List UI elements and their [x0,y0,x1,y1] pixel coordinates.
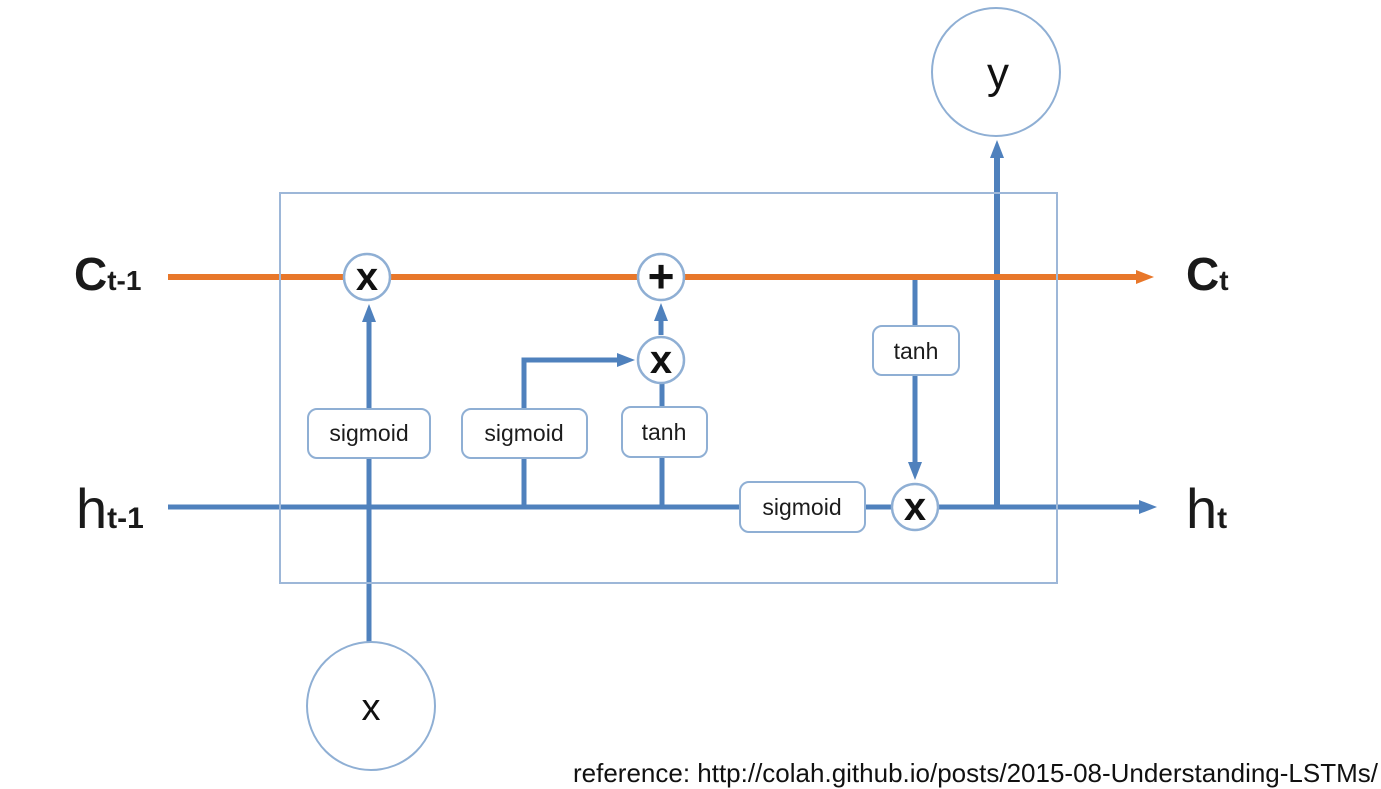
cell-tanh-label: tanh [894,338,939,364]
output-node-label: y [987,49,1009,98]
cell-add-symbol: + [648,250,675,302]
cell-prev-label: Ct-1 [74,248,141,300]
output-node: y [931,7,1061,137]
input-gate-box: sigmoid [461,408,588,459]
input-node-label: x [362,687,381,729]
forget-gate-label: sigmoid [329,420,408,446]
output-multiply-symbol: x [904,485,926,529]
input-multiply-op: x [636,335,686,385]
hidden-prev-label: ht-1 [76,477,144,540]
cell-next-label: Ct [1186,248,1229,300]
hidden-next-label: ht [1186,477,1227,540]
input-multiply-symbol: x [650,338,672,382]
input-node: x [306,641,436,771]
candidate-tanh-box: tanh [621,406,708,458]
cell-boundary-rect [279,192,1058,584]
reference-text: reference: http://colah.github.io/posts/… [573,758,1379,788]
cell-tanh-box: tanh [872,325,960,376]
forget-multiply-symbol: x [356,255,378,299]
output-multiply-op: x [890,482,940,532]
forget-gate-box: sigmoid [307,408,431,459]
forget-multiply-op: x [342,252,392,302]
output-gate-label: sigmoid [762,494,841,520]
input-gate-label: sigmoid [484,420,563,446]
candidate-tanh-label: tanh [642,419,687,445]
output-gate-box: sigmoid [739,481,866,533]
cell-add-op: + [636,250,686,302]
